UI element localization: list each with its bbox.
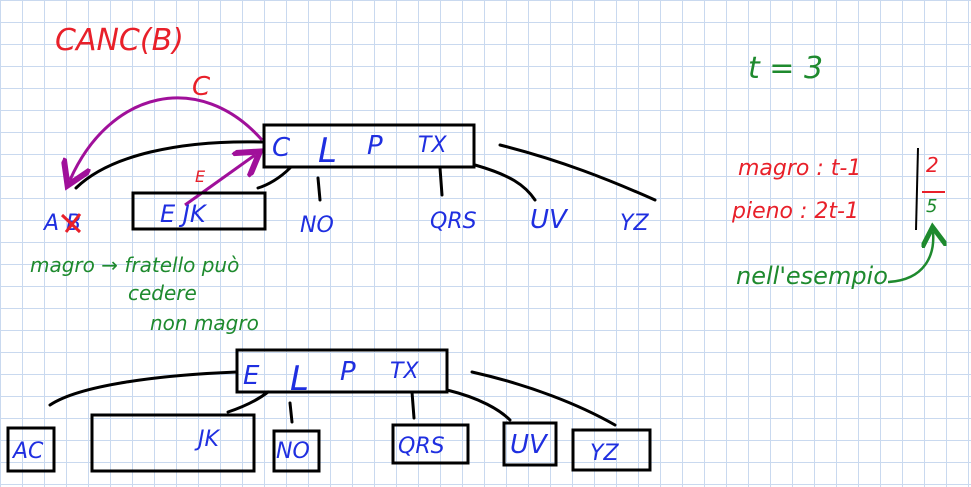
- child-node-yz: [571, 428, 652, 472]
- edge-before-no: [316, 176, 322, 202]
- edge-before-yz: [498, 143, 657, 202]
- child-node-qrs: [391, 423, 470, 465]
- child-before-qrs: QRS: [430, 209, 477, 234]
- root-key-after-4: TX: [390, 359, 419, 384]
- child-after-uv: UV: [510, 430, 549, 460]
- edge-before-qrs: [438, 166, 444, 197]
- edge-after-no: [288, 401, 294, 424]
- edge-after-uv: [445, 388, 512, 422]
- root-key-before-3: P: [367, 131, 383, 161]
- rule-divider: [915, 147, 919, 231]
- note-line-2: cedere: [128, 281, 197, 305]
- child-after-qrs: QRS: [398, 434, 445, 459]
- child-after-yz: YZ: [590, 441, 619, 466]
- child-node-ac: [6, 426, 56, 473]
- root-key-after-2: L: [290, 359, 309, 399]
- child-before-a: A B: [42, 211, 81, 236]
- rule-magro-value: 2: [926, 153, 939, 177]
- child-node-uv: [502, 421, 558, 467]
- child-before-yz: YZ: [620, 211, 649, 236]
- borrow-arrow-e: [184, 155, 255, 207]
- note-line-1: magro → fratello può: [30, 253, 239, 277]
- root-key-before-4: TX: [418, 133, 447, 158]
- example-note: nell'esempio: [736, 262, 888, 290]
- edge-before-a: [74, 140, 264, 190]
- child-after-ac: AC: [11, 439, 44, 464]
- child-after-no: NO: [276, 439, 310, 464]
- child-node-ejk-before: [131, 191, 267, 231]
- root-key-after-3: P: [340, 357, 356, 387]
- edge-after-jk: [226, 390, 270, 414]
- title: CANC(B): [55, 23, 184, 58]
- rule-pieno: pieno : 2t-1: [731, 199, 859, 224]
- root-key-before-2: L: [318, 131, 337, 171]
- edge-before-ejk: [256, 166, 292, 190]
- edge-after-yz: [470, 370, 617, 427]
- t-value: t = 3: [748, 51, 823, 86]
- note-line-3: non magro: [150, 311, 259, 335]
- rule-pieno-value: 5: [926, 196, 937, 217]
- root-key-after-1: E: [243, 361, 260, 391]
- root-key-before-1: C: [272, 133, 291, 163]
- edge-after-qrs: [410, 390, 416, 420]
- rule-magro: magro : t-1: [738, 156, 861, 181]
- child-after-jk: JK: [194, 427, 220, 452]
- root-node-before: [262, 123, 476, 169]
- child-before-no: NO: [300, 213, 334, 238]
- child-node-jk: [90, 413, 256, 473]
- example-arrow: [887, 232, 933, 284]
- strike-b: [60, 213, 82, 234]
- child-before-uv: UV: [530, 205, 569, 235]
- child-before-ejk: E JK: [160, 200, 208, 228]
- edge-before-uv: [473, 163, 537, 202]
- edge-after-ac: [48, 370, 239, 407]
- arrow-label-c: C: [192, 72, 211, 102]
- borrow-arrow-c: [70, 96, 264, 180]
- arrow-label-e: E: [195, 167, 206, 186]
- child-node-no: [272, 429, 321, 473]
